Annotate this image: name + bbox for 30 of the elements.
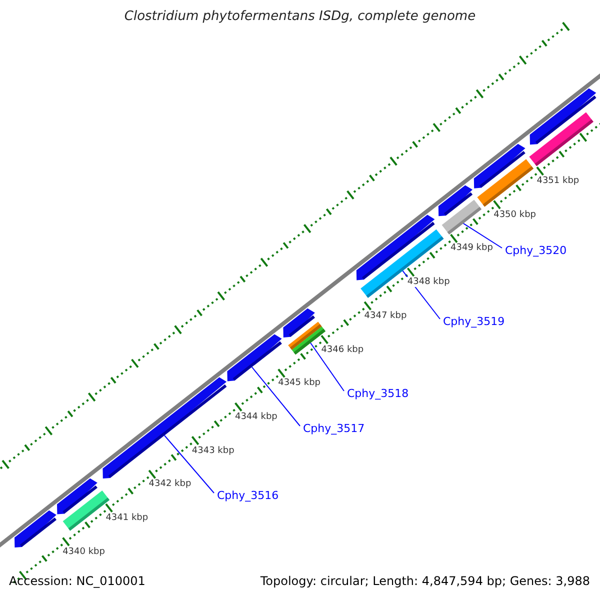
leader-line	[251, 366, 300, 426]
scale-label: 4348 kbp	[407, 277, 450, 288]
scale-label: 4345 kbp	[278, 378, 320, 388]
gene-block	[474, 144, 526, 188]
scale-label: 4342 kbp	[148, 479, 192, 490]
leader-line	[164, 435, 214, 494]
scale-label: 4347 kbp	[364, 310, 407, 321]
gene-label: Cphy_3520	[505, 244, 567, 257]
leader-line	[310, 342, 344, 392]
scale-label: 4340 kbp	[62, 546, 105, 557]
title: Clostridium phytofermentans ISDg, complete genome	[123, 9, 477, 24]
accession-text: Accession: NC_010001	[9, 574, 146, 588]
gene-label: Cphy_3519	[443, 315, 505, 328]
scale-label: 4344 kbp	[234, 412, 278, 422]
gene-label: Cphy_3518	[347, 387, 409, 400]
gene-block	[530, 88, 596, 145]
leader-line	[462, 222, 502, 248]
gene-block	[57, 478, 98, 514]
gene-block	[283, 308, 315, 338]
scale-label: 4351 kbp	[536, 176, 580, 186]
gene-label: Cphy_3516	[217, 489, 279, 502]
scale-label: 4343 kbp	[192, 446, 234, 456]
scale-label: 4346 kbp	[321, 344, 364, 355]
gene-block	[438, 185, 473, 216]
scale-label: 4350 kbp	[494, 210, 536, 220]
scale-label: 4341 kbp	[106, 513, 148, 524]
genome-summary: Topology: circular; Length: 4,847,594 bp; Genes: 3,988	[260, 574, 590, 588]
gene-block	[14, 510, 56, 548]
scale-label: 4349 kbp	[450, 243, 493, 254]
gene-label: Cphy_3517	[303, 422, 365, 435]
